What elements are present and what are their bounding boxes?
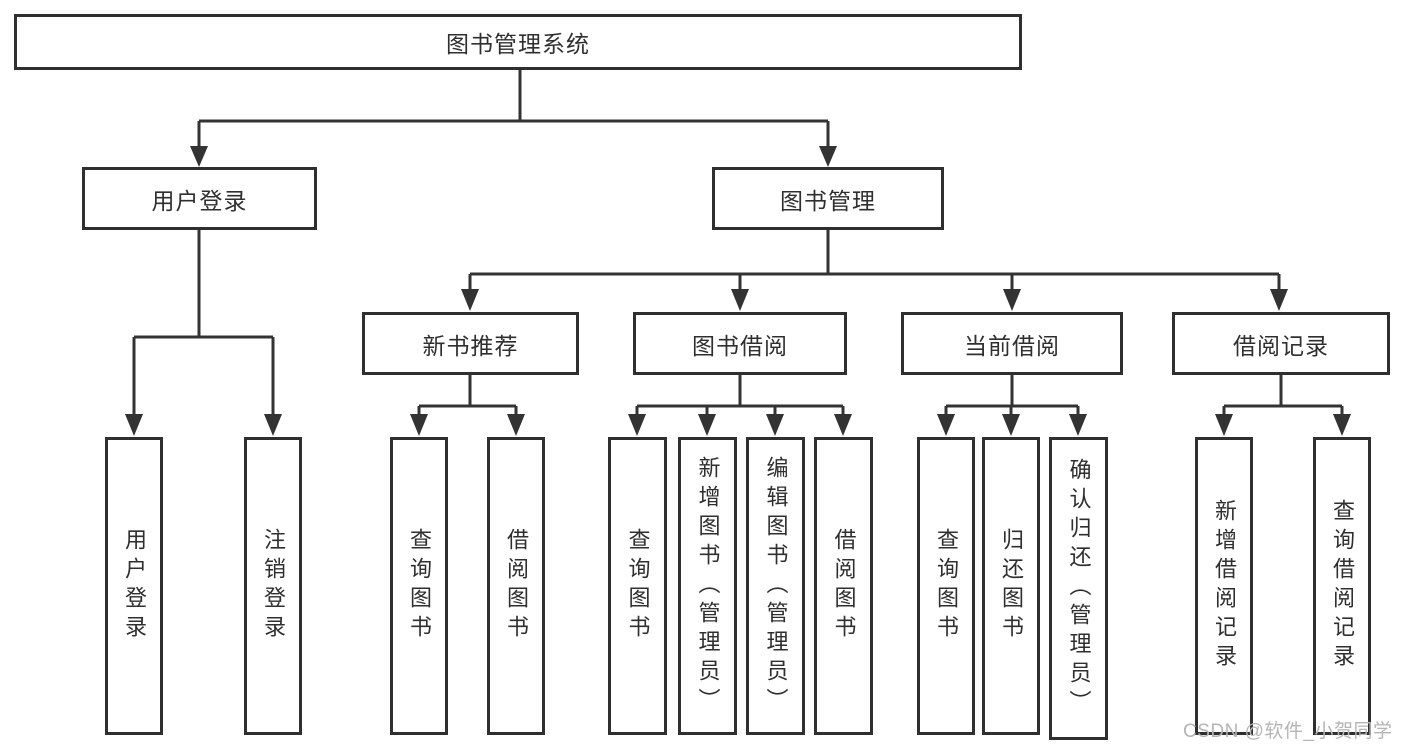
node-bookborrow-add: 新增图书（管理员） [678, 437, 737, 735]
node-records-add: 新增借阅记录 [1195, 437, 1253, 735]
node-label: 编辑图书（管理员） [763, 455, 789, 717]
node-label: 查询借阅记录 [1330, 499, 1355, 673]
node-newbooks-query: 查询图书 [390, 437, 448, 735]
node-label: 查询图书 [407, 528, 432, 644]
node-currentborrow-return: 归还图书 [982, 437, 1040, 735]
node-root: 图书管理系统 [14, 14, 1022, 70]
node-label: 借阅图书 [831, 528, 857, 644]
node-bookborrow-borrow: 借阅图书 [814, 437, 873, 735]
node-bookborrow-query: 查询图书 [608, 437, 667, 735]
node-currentborrow-query: 查询图书 [917, 437, 975, 735]
node-label: 用户登录 [122, 528, 147, 644]
node-book-borrow: 图书借阅 [633, 312, 847, 375]
node-borrow-records: 借阅记录 [1172, 312, 1390, 375]
node-records-query: 查询借阅记录 [1313, 437, 1371, 735]
node-label: 归还图书 [999, 528, 1024, 644]
node-bookborrow-edit: 编辑图书（管理员） [746, 437, 805, 735]
node-user-login: 用户登录 [82, 167, 317, 230]
node-label: 新增图书（管理员） [695, 455, 721, 717]
node-book-mgmt: 图书管理 [712, 167, 944, 230]
node-label: 确认归还（管理员） [1066, 458, 1092, 719]
node-new-books: 新书推荐 [362, 312, 579, 375]
node-newbooks-borrow: 借阅图书 [487, 437, 545, 735]
node-label: 借阅图书 [504, 528, 529, 644]
node-label: 新增借阅记录 [1212, 499, 1237, 673]
node-current-borrow: 当前借阅 [901, 312, 1123, 375]
node-login: 用户登录 [105, 437, 163, 735]
node-label: 查询图书 [625, 528, 651, 644]
node-label: 查询图书 [934, 528, 959, 644]
csdn-watermark: CSDN @软件_小贺同学 [1183, 721, 1393, 742]
node-logout: 注销登录 [244, 437, 302, 735]
node-currentborrow-confirm: 确认归还（管理员） [1049, 437, 1108, 740]
node-label: 注销登录 [261, 528, 286, 644]
